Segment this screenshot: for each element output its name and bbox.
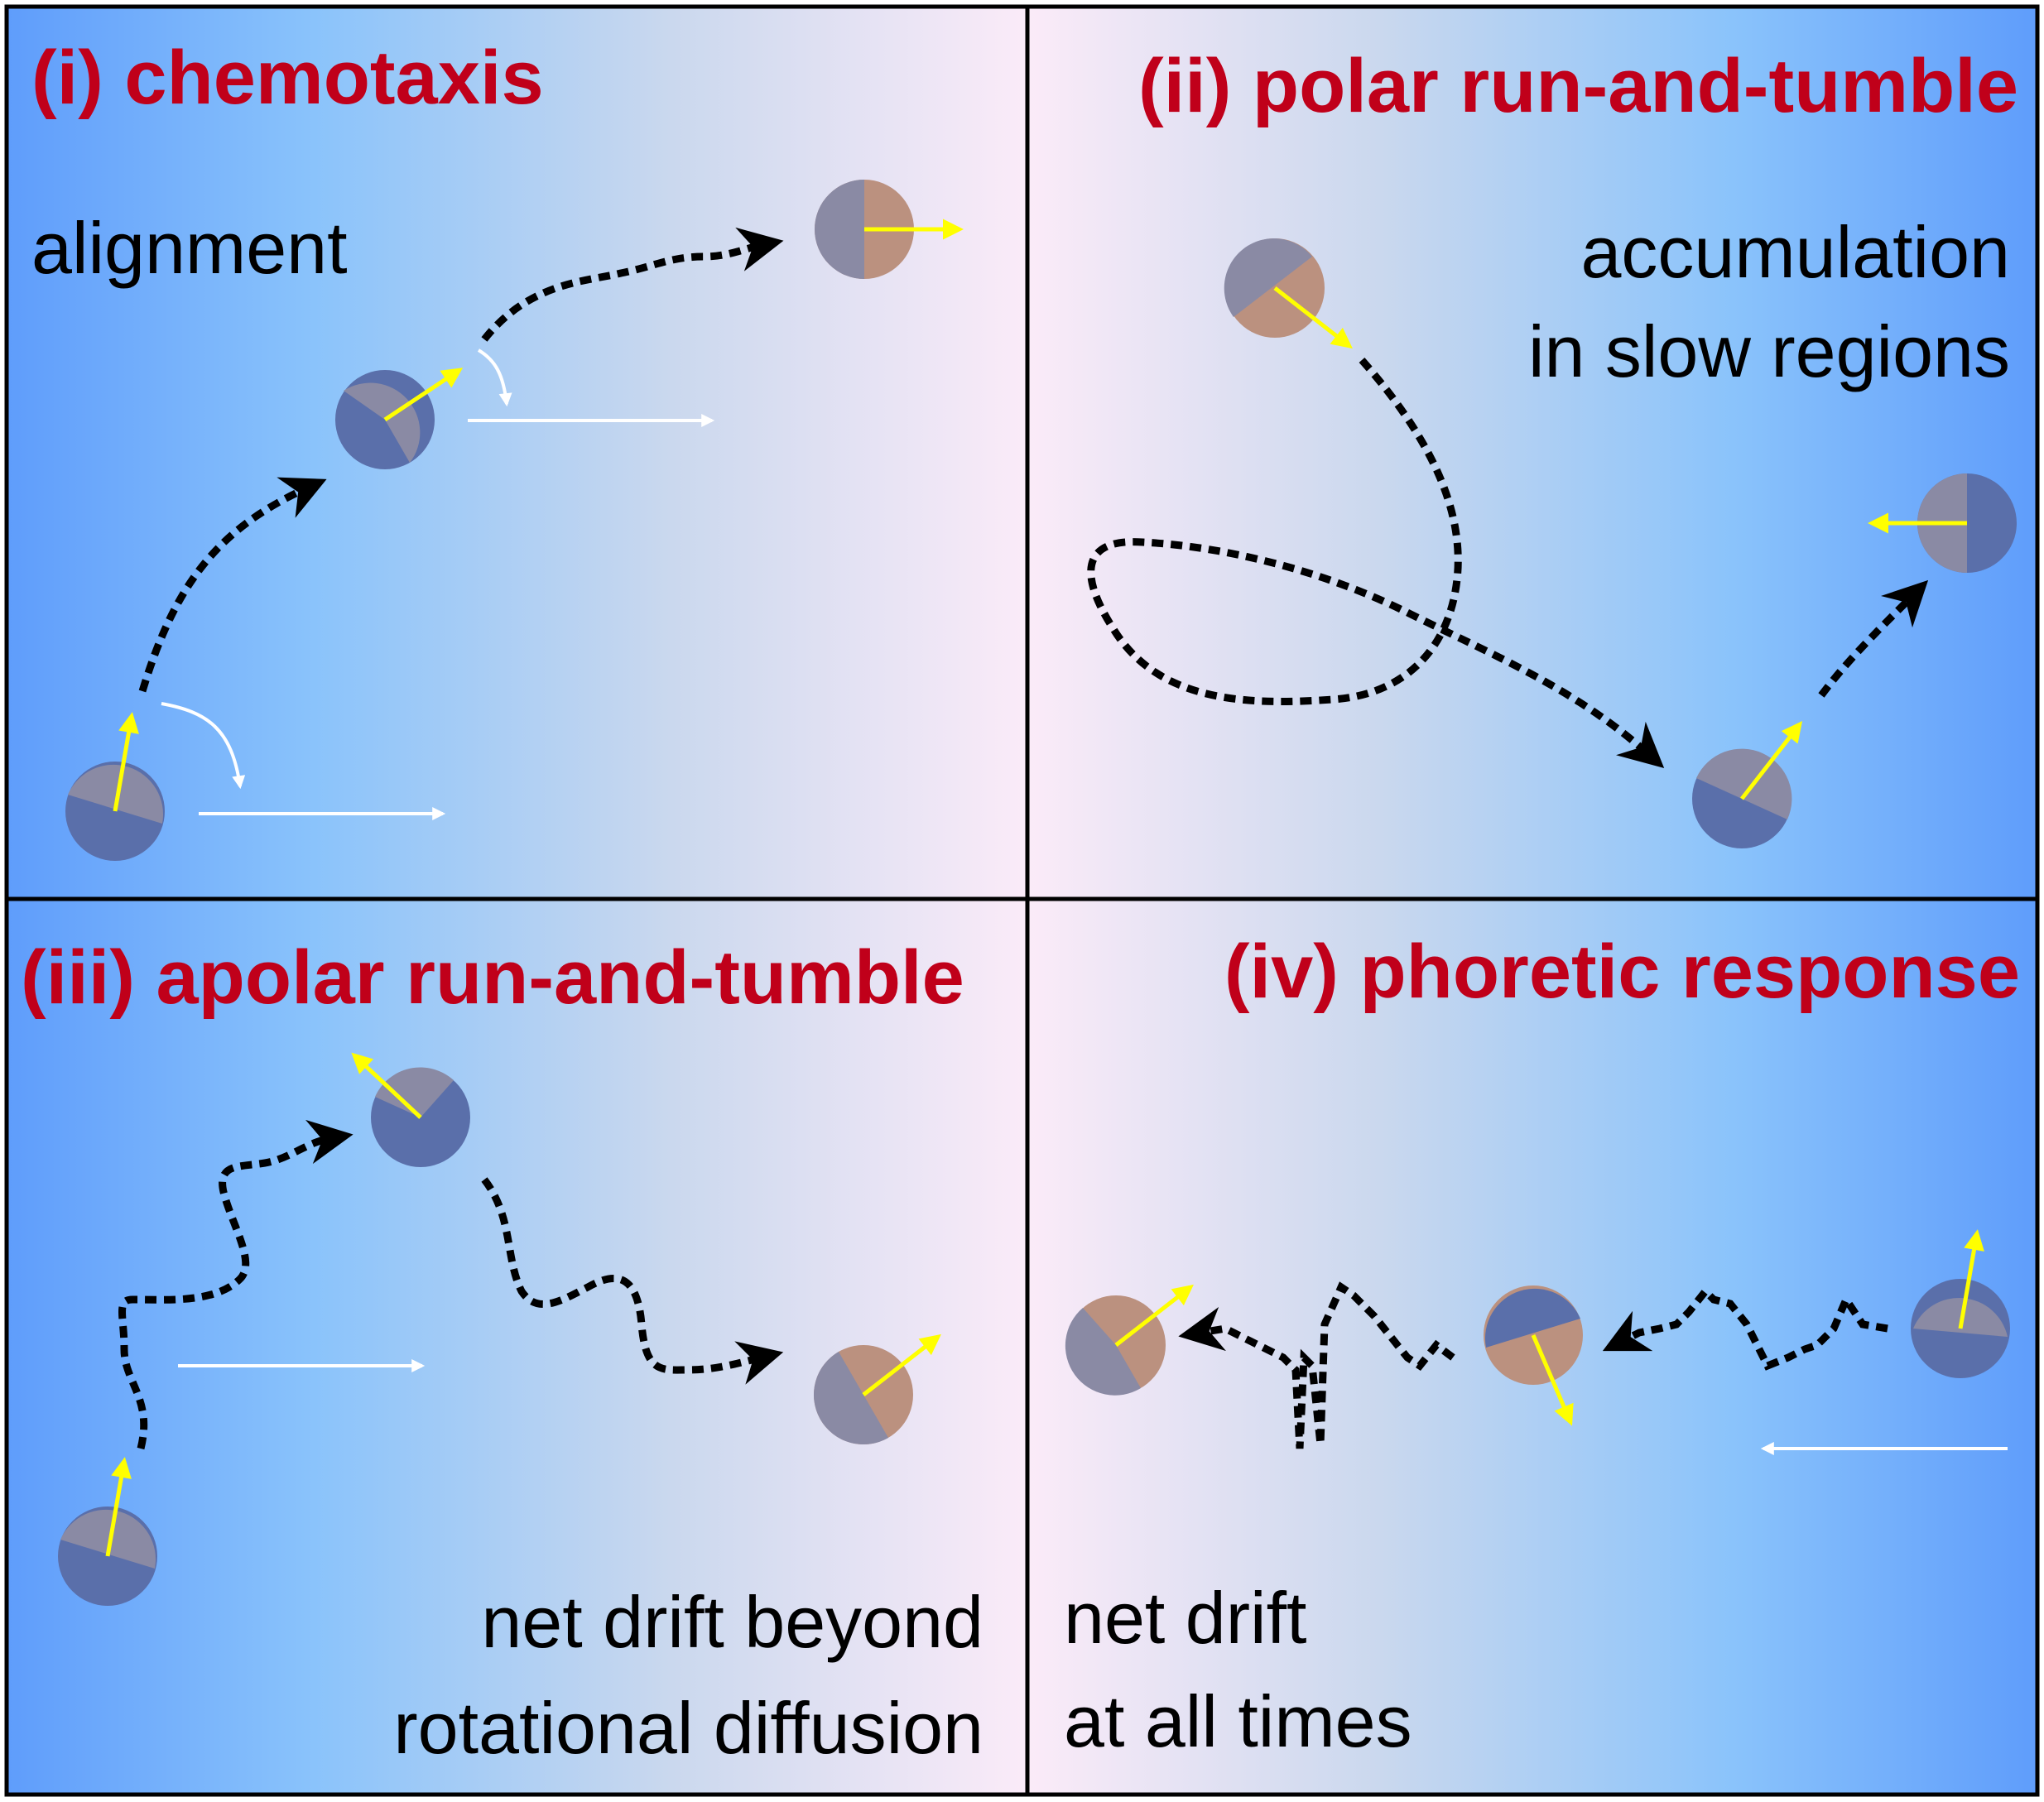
panel-iv-particle-3 — [1065, 1284, 1194, 1396]
panel-i-particle-1 — [65, 712, 165, 861]
panel-ii-particle-1 — [1224, 238, 1353, 349]
panel-iii-caption-line2: rotational diffusion — [393, 1687, 984, 1769]
panel-ii-particle-2 — [1692, 721, 1803, 848]
panel-ii-orientation-arrow-2 — [1740, 721, 1803, 800]
panel-i-caption-line1: alignment — [31, 207, 348, 289]
panel-iii-orientation-arrow-2 — [351, 1052, 422, 1119]
panel-ii-title: (ii) polar run-and-tumble — [1138, 44, 2018, 128]
panel-iii-particle-3 — [813, 1333, 941, 1445]
panel-iv-orientation-arrow-3 — [1114, 1284, 1194, 1347]
panel-iv-caption-line1: net drift — [1064, 1577, 1306, 1659]
panel-iv-trajectory-1 — [1602, 1285, 1888, 1371]
panel-i-turn-arrow-1 — [161, 702, 246, 790]
panel-ii-particle-3 — [1868, 473, 2017, 573]
panel-i-orientation-arrow-1 — [113, 712, 139, 812]
panel-iii-orientation-arrow-3 — [862, 1333, 941, 1396]
panel-iii-title: (iii) apolar run-and-tumble — [21, 935, 964, 1020]
panel-ii-trajectory-loop — [1087, 358, 1665, 768]
panel-i-background — [8, 8, 1027, 899]
panel-iii: (iii) apolar run-and-tumble net drift be… — [8, 899, 1027, 1793]
panel-iii-particle-2 — [351, 1052, 470, 1167]
panel-iii-trajectory-1 — [118, 1119, 353, 1450]
panel-iv-trajectory-2 — [1178, 1281, 1455, 1449]
panel-i-trajectory-1 — [138, 477, 327, 693]
panel-iii-caption-line1: net drift beyond — [481, 1581, 984, 1663]
panel-iv: (iv) phoretic response net drift at all … — [1027, 899, 2036, 1793]
panel-i-title: (i) chemotaxis — [31, 36, 544, 120]
panel-i-particle-2 — [335, 368, 464, 469]
panel-iv-title: (iv) phoretic response — [1224, 930, 2020, 1014]
panel-iv-caption-line2: at all times — [1064, 1680, 1412, 1762]
panel-ii-caption-line1: accumulation — [1580, 211, 2010, 293]
panel-ii-caption-line2: in slow regions — [1528, 310, 2010, 392]
panel-iii-orientation-arrow-1 — [105, 1457, 132, 1557]
panel-i: (i) chemotaxis alignment — [8, 8, 1027, 899]
panel-ii-trajectory-2 — [1818, 579, 1929, 698]
panel-i-turn-arrow-2 — [477, 348, 512, 407]
panel-ii: (ii) polar run-and-tumble accumulation i… — [1027, 8, 2036, 899]
panel-i-particle-3 — [815, 180, 964, 279]
panel-iv-particle-2 — [1484, 1285, 1583, 1426]
panel-ii-background — [1027, 8, 2036, 899]
panel-iv-orientation-arrow-1 — [1958, 1229, 1984, 1329]
panel-i-orientation-arrow-2 — [383, 368, 464, 422]
panel-i-trajectory-2 — [481, 227, 784, 342]
panel-iv-particle-1 — [1911, 1229, 2010, 1378]
panel-iv-orientation-arrow-2 — [1531, 1334, 1574, 1426]
panel-iii-particle-1 — [58, 1457, 157, 1606]
panel-ii-orientation-arrow-1 — [1273, 286, 1353, 349]
panel-frame — [4, 4, 2040, 1797]
